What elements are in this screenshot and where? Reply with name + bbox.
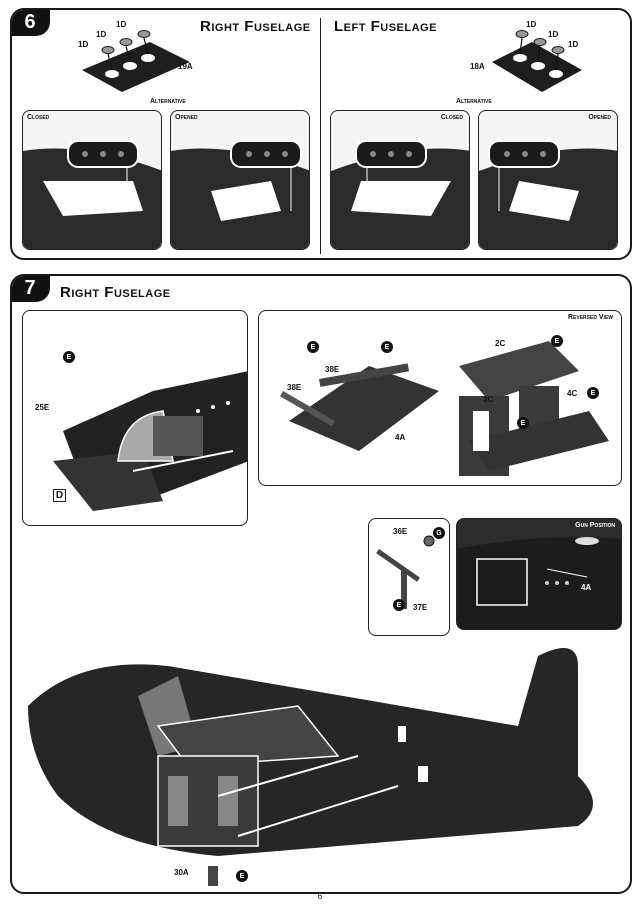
right-window-part-label-c: 1D xyxy=(116,20,127,29)
left-alternative-label: Alternative xyxy=(456,98,492,105)
part-30a-label: 30A xyxy=(174,868,189,877)
right-opened-frame: Opened xyxy=(170,110,310,250)
paint-e-badge-4c: E xyxy=(587,387,599,399)
paint-e-badge-2c: E xyxy=(551,335,563,347)
page-number: 6 xyxy=(317,892,323,901)
right-window-plate-diagram xyxy=(82,30,190,92)
right-opened-label: Opened xyxy=(175,114,198,121)
step-6-number: 6 xyxy=(12,10,50,36)
part-4c-label: 4C xyxy=(567,389,578,398)
part-37e-label: 37E xyxy=(413,603,428,612)
cockpit-detail-frame: E 25E D xyxy=(22,310,248,526)
left-plate-part-label: 18A xyxy=(470,62,485,71)
right-closed-illustration xyxy=(23,140,161,249)
right-fuselage-title: Right Fuselage xyxy=(200,18,311,35)
paint-e-badge-3c: E xyxy=(517,417,529,429)
left-closed-label: Closed xyxy=(440,114,463,121)
cockpit-illustration xyxy=(53,371,247,511)
step-7-panel: 7 Right Fuselage E 25E D Reversed View xyxy=(10,274,632,894)
part-36e-label: 36E xyxy=(393,527,408,536)
paint-e-badge-25: E xyxy=(63,351,75,363)
right-closed-label: Closed xyxy=(27,114,50,121)
gun-position-label: Gun Position xyxy=(575,522,615,529)
gun-parts-illustration xyxy=(376,535,435,609)
right-window-part-label-a: 1D xyxy=(78,40,89,49)
part-2c-label: 2C xyxy=(495,339,506,348)
left-fuselage-title: Left Fuselage xyxy=(334,18,437,35)
right-closed-frame: Closed xyxy=(22,110,162,250)
part-25e-label: 25E xyxy=(35,403,50,412)
step-7-number: 7 xyxy=(12,276,50,302)
floor-assembly-illustration xyxy=(280,341,609,476)
main-fuselage-illustration xyxy=(28,648,593,886)
reversed-view-label: Reversed View xyxy=(567,314,613,321)
step-6-divider xyxy=(320,18,321,254)
part-3c-label: 3C xyxy=(483,395,494,404)
left-window-plate-diagram xyxy=(492,30,582,92)
box-code-d: D xyxy=(53,489,66,502)
paint-e-badge-30: E xyxy=(236,870,248,882)
paint-e-badge-4a: E xyxy=(381,341,393,353)
left-closed-illustration xyxy=(331,140,469,249)
part-4a-gun-label: 4A xyxy=(581,583,592,592)
right-plate-part-label: 19A xyxy=(178,62,193,71)
part-38e-label-a: 38E xyxy=(325,365,340,374)
reversed-view-frame: Reversed View E E 38E 38E 4A 2C E 3C 4C … xyxy=(258,310,622,486)
left-window-part-label-c: 1D xyxy=(568,40,579,49)
right-window-part-label-b: 1D xyxy=(96,30,107,39)
step-7-title: Right Fuselage xyxy=(60,284,171,301)
right-opened-illustration xyxy=(171,140,309,249)
left-closed-frame: Closed xyxy=(330,110,470,250)
gun-position-illustration xyxy=(457,537,621,629)
left-opened-illustration xyxy=(479,140,617,249)
left-opened-frame: Opened xyxy=(478,110,618,250)
gun-position-frame: Gun Position 4A xyxy=(456,518,622,630)
part-4a-label: 4A xyxy=(395,433,406,442)
part-38e-label-b: 38E xyxy=(287,383,302,392)
paint-g-badge: G xyxy=(433,527,445,539)
left-opened-label: Opened xyxy=(588,114,611,121)
paint-e-badge-37: E xyxy=(393,599,405,611)
gun-parts-frame: 36E G E 37E xyxy=(368,518,450,636)
step-6-panel: 6 Right Fuselage Left Fuselage 1D 1D 1D … xyxy=(10,8,632,260)
left-window-part-label-b: 1D xyxy=(548,30,559,39)
right-alternative-label: Alternative xyxy=(150,98,186,105)
left-window-part-label-a: 1D xyxy=(526,20,537,29)
paint-e-badge-38a: E xyxy=(307,341,319,353)
